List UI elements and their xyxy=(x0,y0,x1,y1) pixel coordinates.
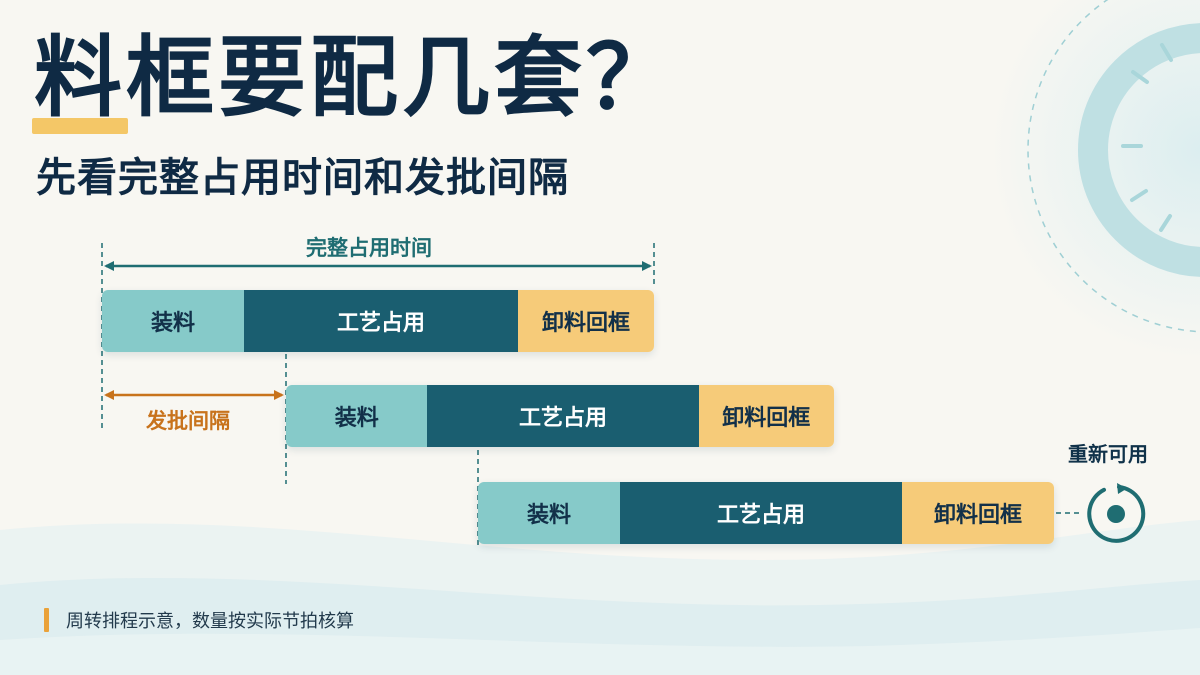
clock-icon xyxy=(1027,0,1200,333)
batch-bar-3: 装料 工艺占用 卸料回框 xyxy=(478,482,1054,544)
page-title: 料框要配几套？ xyxy=(34,26,679,129)
load-segment: 装料 xyxy=(286,385,428,447)
footer-note: 周转排程示意，数量按实际节拍核算 xyxy=(66,611,354,632)
unload-segment: 卸料回框 xyxy=(902,482,1054,544)
process-segment: 工艺占用 xyxy=(620,482,902,544)
load-segment: 装料 xyxy=(102,290,244,352)
unload-segment: 卸料回框 xyxy=(518,290,654,352)
cycle-icon xyxy=(1087,483,1146,543)
reusable-label: 重新可用 xyxy=(1068,442,1148,466)
process-segment: 工艺占用 xyxy=(244,290,518,352)
load-segment: 装料 xyxy=(478,482,620,544)
batch-bar-2: 装料 工艺占用 卸料回框 xyxy=(286,385,834,447)
unload-segment: 卸料回框 xyxy=(698,385,834,447)
batch-interval-label: 发批间隔 xyxy=(146,409,230,433)
page-subtitle: 先看完整占用时间和发批间隔 xyxy=(36,155,569,201)
batch-bar-1: 装料 工艺占用 卸料回框 xyxy=(102,290,654,352)
footer-accent-bar xyxy=(44,608,49,632)
title-highlight xyxy=(32,118,128,134)
process-segment: 工艺占用 xyxy=(427,385,699,447)
total-occupancy-label: 完整占用时间 xyxy=(306,236,432,260)
